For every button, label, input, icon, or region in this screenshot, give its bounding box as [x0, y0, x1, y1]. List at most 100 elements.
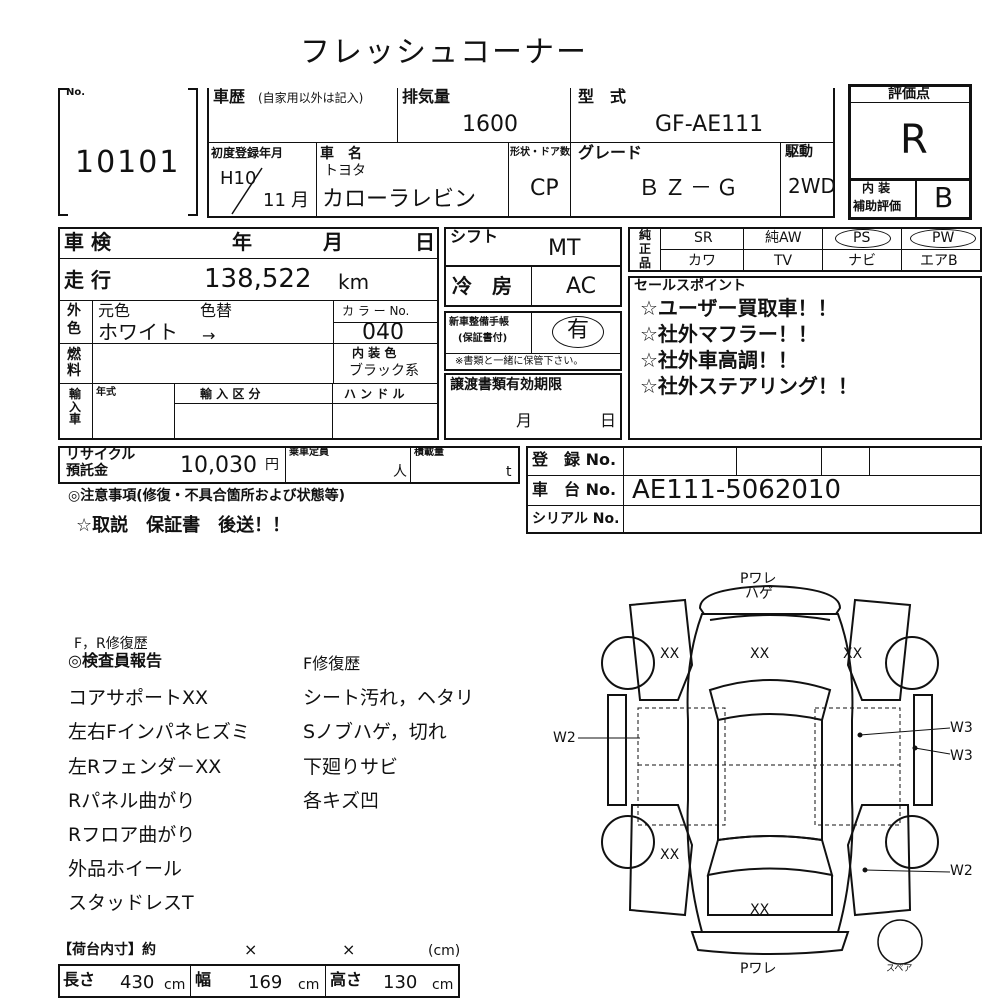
sales-point-2: ☆社外マフラー！！ [640, 322, 818, 346]
body-type-value: CP [530, 176, 559, 201]
lot-bracket [58, 88, 198, 216]
chassis-label: 車 台 No. [532, 480, 617, 499]
cargo-length-cm: cm [164, 977, 186, 993]
interior-color: ブラック系 [349, 363, 419, 379]
car-name-label: 車 名 [320, 146, 362, 162]
orig-color-label: 元色 [98, 301, 131, 320]
transfer-month: 月 [516, 411, 533, 430]
diagram-w3-a: W3 [950, 720, 973, 736]
inspection-label: 車 検 [64, 230, 111, 254]
warranty-note: ※書類と一緒に保管下さい。 [455, 356, 584, 367]
rating-value: R [900, 117, 928, 163]
first-reg-month-unit: 月 [291, 190, 309, 211]
registration-grid [526, 446, 982, 534]
drive-value: 2WD [788, 174, 836, 198]
inspection-day: 日 [415, 230, 435, 254]
car-diagram [578, 584, 951, 965]
diagram-xx-rear: XX [750, 902, 770, 918]
cargo-unit-label: (cm) [428, 943, 461, 959]
import-year-label: 年式 [96, 387, 116, 398]
body-type-label: 形状・ドア数 [510, 147, 570, 158]
option-airbag: エアB [920, 253, 958, 269]
car-maker: トヨタ [324, 163, 366, 179]
warranty-label2: (保証書付) [458, 333, 508, 344]
history-label: 車歴 [213, 87, 246, 106]
shift-label: シフト [450, 227, 499, 246]
warranty-circle [552, 316, 604, 348]
grade-value: ＢＺ－Ｇ [638, 176, 743, 201]
import-type-label: 輸 入 区 分 [200, 387, 261, 401]
option-aw: 純AW [765, 230, 802, 246]
diagram-xx-rl: XX [660, 847, 680, 863]
option-sr: SR [694, 230, 713, 246]
options-label-1: 純 [639, 228, 652, 242]
report-pre: F，R修復歴 [74, 636, 148, 652]
history-sub: (自家用以外は記入) [258, 91, 364, 105]
warranty-label1: 新車整備手帳 [449, 317, 509, 328]
sales-label: セールスポイント [634, 278, 746, 294]
sales-point-1: ☆ユーザー買取車！！ [640, 296, 838, 320]
interior-color-label: 内 装 色 [352, 346, 397, 360]
report-right-4: 下廻りサビ [303, 756, 399, 778]
cargo-height-label: 高さ [330, 970, 363, 989]
transfer-label: 譲渡書類有効期限 [450, 377, 562, 393]
shift-value: MT [548, 236, 581, 261]
cargo-label: 【荷台内寸】約 [58, 942, 156, 958]
option-pw: PW [932, 230, 955, 246]
ac-value: AC [566, 274, 597, 299]
interior-label2: 補助評価 [853, 199, 902, 213]
model-value: GF-AE111 [655, 112, 764, 137]
serial-label: シリアル No. [532, 511, 620, 527]
recycle-unit: 円 [265, 457, 279, 473]
inspection-year: 年 [232, 230, 252, 254]
interior-label1: 内 装 [862, 181, 891, 195]
displacement-label: 排気量 [402, 87, 451, 106]
chassis-value: AE111-5062010 [632, 475, 842, 505]
diagram-front-sub: ハゲ [745, 586, 773, 602]
fuel-label2: 料 [67, 363, 81, 379]
notes-label: ◎注意事項(修復・不具合箇所および状態等) [68, 488, 346, 504]
recycle-row [58, 446, 520, 484]
first-reg-year: H10 [220, 168, 257, 189]
page-title: フレッシュコーナー [300, 35, 588, 70]
option-pw-circle [910, 229, 976, 248]
recycle-value: 10,030 [180, 453, 257, 478]
transfer-box [444, 373, 622, 440]
cargo-length-label: 長さ [63, 970, 96, 989]
warranty-value: 有 [567, 318, 590, 343]
option-ps: PS [853, 230, 871, 246]
mileage-label: 走 行 [64, 268, 111, 292]
drive-label: 駆動 [785, 144, 813, 160]
option-tv: TV [774, 253, 793, 269]
cargo-height-cm: cm [432, 977, 454, 993]
report-right-3: Sノブハゲ，切れ [303, 721, 447, 743]
shift-box [444, 227, 622, 267]
report-left-5: Rフロア曲がり [68, 824, 196, 846]
report-right-2: シート汚れ，ヘタリ [303, 687, 475, 709]
color-arrow: → [202, 326, 216, 345]
transfer-day: 日 [600, 411, 617, 430]
diagram-front-top: Pワレ [740, 571, 777, 587]
option-leather: カワ [688, 253, 716, 269]
fuel-label1: 燃 [67, 347, 81, 363]
report-right-5: 各キズ凹 [303, 790, 380, 812]
change-color-label: 色替 [200, 301, 233, 320]
cargo-length: 430 [120, 972, 155, 993]
lot-number: 10101 [75, 145, 181, 180]
grade-label: グレード [578, 143, 643, 162]
report-right-1: F修復歴 [303, 654, 361, 673]
recycle-label2: 預託金 [66, 463, 108, 479]
diagram-xx-front: XX [750, 646, 770, 662]
sales-box [628, 276, 982, 440]
report-left-4: Rパネル曲がり [68, 790, 196, 812]
lot-no-label: No. [66, 87, 86, 98]
load-unit: t [506, 464, 512, 480]
color-label1: 外 [67, 303, 81, 319]
recycle-label1: リサイクル [66, 447, 136, 463]
diagram-rear-bottom: Pワレ [740, 961, 777, 977]
cargo-height: 130 [383, 972, 418, 993]
option-navi: ナビ [848, 253, 876, 269]
option-ps-circle [835, 229, 891, 248]
report-left-3: 左Rフェンダ－XX [68, 756, 222, 778]
color-label2: 色 [67, 321, 81, 337]
